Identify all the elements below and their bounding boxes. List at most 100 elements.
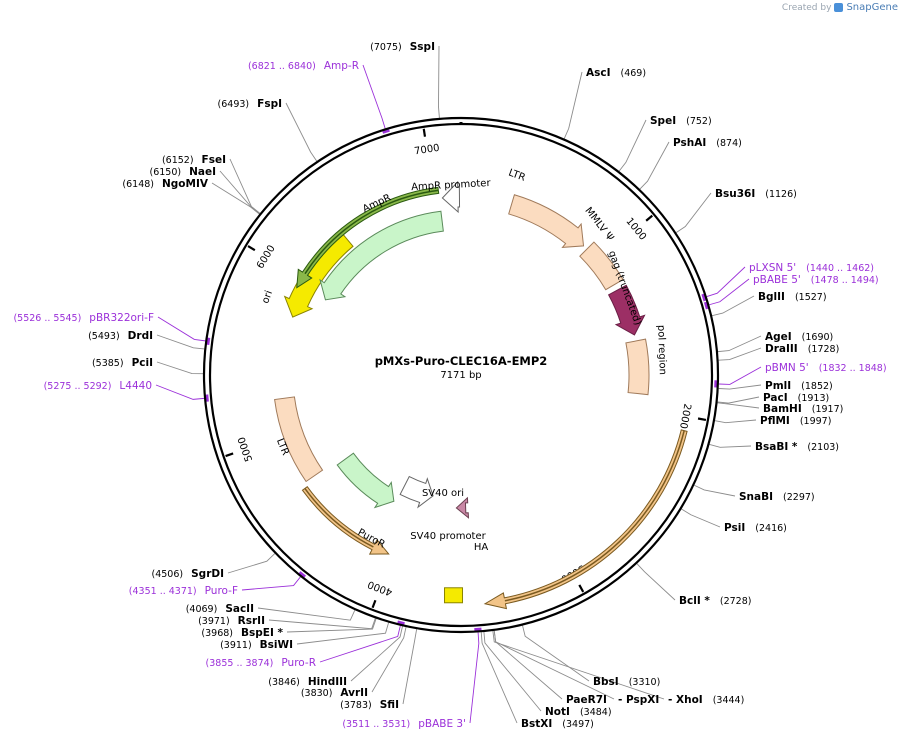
- enzyme-name: SnaBI: [739, 491, 773, 503]
- enzyme-leader: [618, 119, 647, 172]
- feature-gag-truncated: [607, 284, 646, 336]
- enzyme-position: (6148): [122, 179, 154, 190]
- enzyme-leader: [156, 361, 204, 375]
- enzyme-leader: [438, 45, 440, 118]
- enzyme-name: BspEI *: [241, 627, 284, 639]
- enzyme-position: (3444): [713, 695, 745, 706]
- insert-arc-band: [483, 429, 688, 610]
- enzyme-leader: [493, 630, 615, 700]
- enzyme-name: PciI: [132, 357, 153, 369]
- primer-leader: [155, 384, 205, 400]
- enzyme-leader: [694, 484, 736, 497]
- mmlv-psi-shape: [579, 241, 624, 291]
- enzyme-name: SspI: [410, 41, 435, 53]
- enzyme-name: SacII: [225, 603, 254, 615]
- enzyme-name: SpeI: [650, 115, 676, 127]
- enzyme-position: (2728): [720, 596, 752, 607]
- enzyme-name: PmlI: [765, 380, 791, 392]
- enzyme-position: (752): [686, 116, 712, 127]
- enzyme-name: SfiI: [380, 699, 399, 711]
- enzyme-leader: [636, 563, 676, 601]
- primer-leader: [469, 632, 480, 724]
- enzyme-leader: [211, 182, 260, 215]
- enzyme-leader: [268, 618, 376, 630]
- enzyme-leader: [286, 618, 377, 633]
- enzyme-name: AvrII: [340, 687, 368, 699]
- primer-site-mark: [382, 128, 390, 134]
- primer-leader: [157, 316, 206, 342]
- enzyme-name: NotI: [545, 706, 570, 718]
- primer-position: (1440 .. 1462): [806, 263, 874, 274]
- enzyme-leader: [675, 192, 712, 233]
- enzyme-position: (6152): [162, 155, 194, 166]
- primer-name: pLXSN 5': [749, 262, 796, 274]
- plasmid-name: pMXs-Puro-CLEC16A-EMP2: [375, 354, 548, 368]
- primer-site-mark: [206, 337, 211, 346]
- feature-PuroR: [336, 452, 395, 509]
- tick-label: 7000: [414, 143, 441, 158]
- primer-site-mark: [703, 301, 709, 310]
- enzyme-leader: [257, 607, 356, 621]
- SV40-promoter-shape: [399, 475, 434, 509]
- primer-name: Puro-F: [205, 585, 238, 597]
- enzyme-name: PshAI: [673, 137, 706, 149]
- primer-name: Puro-R: [281, 657, 316, 669]
- feature-insert-arc: [483, 429, 688, 610]
- enzyme-position: (3830): [301, 688, 333, 699]
- primer-position: (6821 .. 6840): [248, 61, 316, 72]
- enzyme-position: (7075): [370, 42, 402, 53]
- enzyme-name: BglII: [758, 291, 785, 303]
- enzyme-leader: [285, 102, 318, 162]
- amp-arc-band: [296, 186, 440, 289]
- primer-leader: [709, 278, 750, 306]
- primer-name: Amp-R: [324, 60, 359, 72]
- enzyme-position: (2297): [783, 492, 815, 503]
- feature-puro-arc: [301, 485, 390, 555]
- primer-position: (3855 .. 3874): [206, 658, 274, 669]
- enzyme-position: (1913): [798, 393, 830, 404]
- enzyme-name: BstXI: [521, 718, 552, 730]
- tick-mark: [371, 599, 377, 609]
- enzyme-name: RsrII: [238, 615, 265, 627]
- enzyme-name: DrdI: [128, 330, 153, 342]
- enzyme-name: PsiI: [724, 522, 745, 534]
- snapgene-credit: Created by SnapGene: [782, 2, 898, 13]
- tick-mark: [578, 584, 585, 593]
- enzyme-position: (1917): [812, 404, 844, 415]
- enzyme-position: (5385): [92, 358, 124, 369]
- enzyme-leader: [296, 622, 390, 645]
- enzyme-position: (4506): [152, 569, 184, 580]
- enzyme-name: AscI: [586, 67, 611, 79]
- tick-label: 2000: [677, 403, 692, 430]
- feature-AmpR-promoter: [441, 180, 461, 214]
- feature-amp-arc: [296, 186, 440, 289]
- enzyme-leader: [492, 630, 665, 700]
- primer-position: (4351 .. 4371): [129, 586, 197, 597]
- enzyme-position: (874): [716, 138, 742, 149]
- enzyme-name: BamHI: [763, 403, 802, 415]
- primer-name: pBMN 5': [765, 362, 809, 374]
- enzyme-leader: [350, 626, 403, 682]
- credit-brand: SnapGene: [846, 2, 898, 13]
- feature-pol-region: [625, 338, 650, 396]
- enzyme-leader: [229, 158, 261, 214]
- feature-LTR: [508, 194, 585, 249]
- enzyme-leader: [522, 625, 590, 682]
- enzyme-position: (1690): [802, 332, 834, 343]
- primer-leader: [718, 366, 762, 385]
- enzyme-name: PflMI: [760, 415, 790, 427]
- tick-label: 6000: [255, 243, 278, 270]
- enzyme-position: (3911): [220, 640, 252, 651]
- enzyme-position: (3968): [201, 628, 233, 639]
- enzyme-position: (1527): [795, 292, 827, 303]
- enzyme-position: (3310): [629, 677, 661, 688]
- feature-AmpR: [319, 210, 444, 301]
- ori-label: ori: [260, 289, 275, 305]
- enzyme-leader: [717, 402, 760, 409]
- primer-position: (3511 .. 3531): [342, 719, 410, 730]
- AmpR-promoter-shape: [441, 180, 461, 214]
- enzyme-leader: [639, 141, 670, 190]
- enzyme-leader: [219, 170, 260, 215]
